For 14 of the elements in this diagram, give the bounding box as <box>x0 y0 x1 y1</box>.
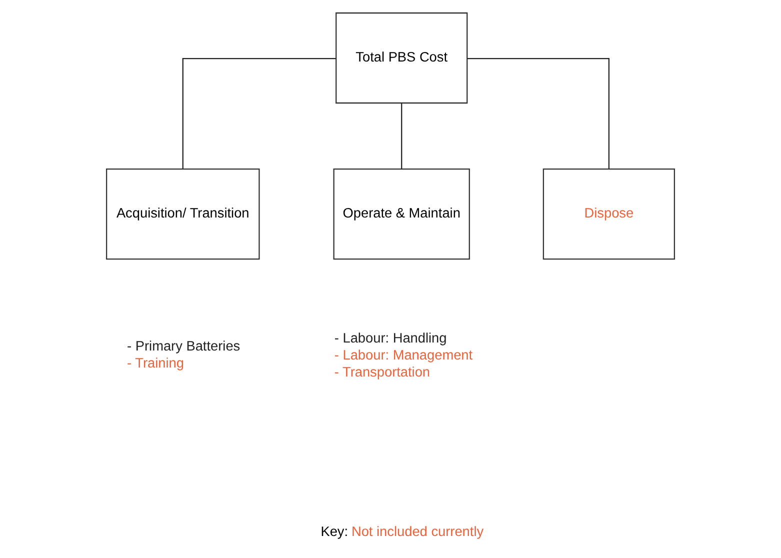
node-label: - Training <box>127 355 184 370</box>
node-box: Total PBS Cost <box>336 12 468 104</box>
connector <box>401 103 402 170</box>
node-label: - Primary Batteries <box>127 338 240 354</box>
connector <box>467 58 610 169</box>
node-box: Dispose <box>542 168 676 260</box>
node-label: - Labour: Management <box>334 347 473 362</box>
node-box: Operate & Maintain <box>333 168 470 260</box>
node-label: - Labour: Handling <box>334 330 447 346</box>
node-label: - Transportation <box>334 364 430 380</box>
node-box: Acquisition/ Transition <box>106 168 260 260</box>
label: Key: <box>320 524 348 539</box>
connector <box>182 58 336 169</box>
legend-label: Not included currently <box>351 524 484 539</box>
